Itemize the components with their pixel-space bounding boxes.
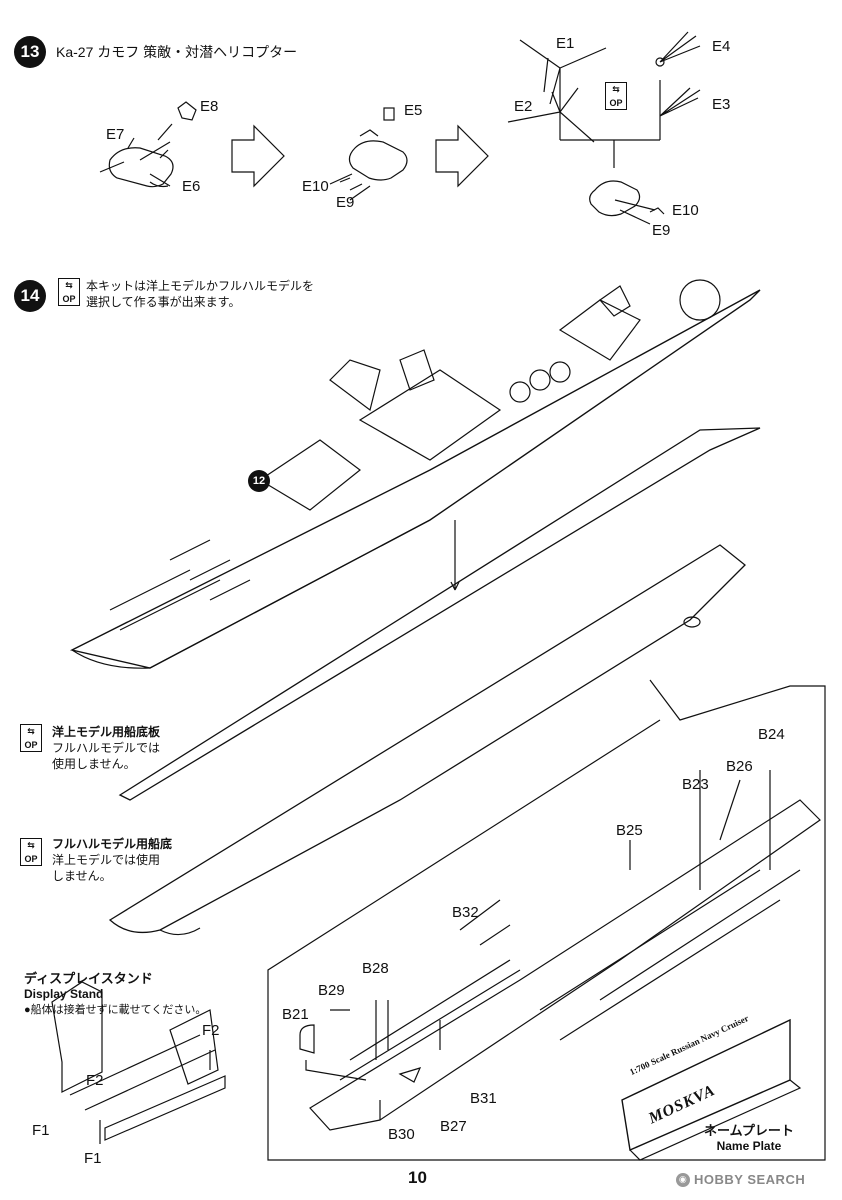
part-label-e2: E2	[514, 98, 533, 115]
display-stand-caption: ディスプレイスタンド Display Stand ●船体は接着せずに載せてくださ…	[24, 968, 206, 1017]
part-label-b24: B24	[758, 726, 785, 743]
waterline-note-line2: 使用しません。	[52, 757, 136, 771]
part-label-e10-a: E10	[302, 178, 329, 195]
option-arrows-icon: ⇆	[27, 840, 35, 850]
step-14-instruction: 本キットは洋上モデルかフルハルモデルを 選択して作る事が出来ます。	[86, 278, 314, 310]
waterline-title: 洋上モデル用船底板	[52, 725, 161, 739]
optional-part-icon: ⇆ OP	[58, 278, 80, 306]
step-13-title: Ka-27 カモフ 策敵・対潜ヘリコプター	[56, 44, 298, 60]
fullhull-lower	[108, 544, 746, 936]
step-14-badge: 14	[14, 280, 46, 312]
part-label-e9-a: E9	[336, 194, 355, 211]
op-label: OP	[62, 294, 76, 304]
helicopter-stage-3	[589, 180, 665, 217]
part-label-e8: E8	[200, 98, 219, 115]
part-label-e3: E3	[712, 96, 731, 113]
step-arrow-2	[435, 124, 489, 188]
nameplate-caption: ネームプレート Name Plate	[704, 1120, 794, 1153]
step-12-reference-badge: 12	[248, 470, 270, 492]
display-stand	[51, 981, 226, 1144]
waterline-bottom-plate	[118, 427, 761, 801]
op-label: OP	[24, 740, 38, 750]
part-label-b27: B27	[440, 1118, 467, 1135]
nameplate-stand	[621, 1018, 802, 1161]
part-label-b21: B21	[282, 1006, 309, 1023]
watermark: ◉ HOBBY SEARCH	[676, 1172, 805, 1187]
part-label-f1-a: F1	[32, 1122, 50, 1139]
nameplate-label-jp: ネームプレート	[704, 1123, 794, 1138]
part-label-e4: E4	[712, 38, 731, 55]
fullhull-title: フルハルモデル用船底	[52, 837, 173, 851]
step-13-badge: 13	[14, 36, 46, 68]
optional-part-icon: ⇆ OP	[20, 838, 42, 866]
option-arrows-icon: ⇆	[65, 280, 73, 290]
op-label: OP	[609, 98, 623, 108]
watermark-text: HOBBY SEARCH	[694, 1172, 806, 1187]
part-label-e7: E7	[106, 126, 125, 143]
step-arrow-1	[231, 124, 285, 188]
stand-note: ●船体は接着せずに載せてください。	[24, 1004, 207, 1016]
stand-title-jp: ディスプレイスタンド	[24, 971, 153, 986]
part-label-e10-b: E10	[672, 202, 699, 219]
ship-hull-main	[69, 279, 761, 669]
detail-frame	[267, 679, 826, 1161]
part-label-e1: E1	[556, 35, 575, 52]
nameplate-label-en: Name Plate	[716, 1139, 782, 1153]
option-arrows-icon: ⇆	[612, 84, 620, 94]
detail-hull-bottom	[299, 770, 821, 1131]
part-label-b26: B26	[726, 758, 753, 775]
fullhull-note-line2: しません。	[52, 869, 112, 883]
part-label-f2-a: F2	[202, 1022, 220, 1039]
step-13-number: 13	[20, 42, 40, 61]
step-14-text-line1: 本キットは洋上モデルかフルハルモデルを	[86, 279, 315, 293]
part-label-e9-b: E9	[652, 222, 671, 239]
step-14-number: 14	[20, 286, 40, 305]
fullhull-note: フルハルモデル用船底 洋上モデルでは使用 しません。	[52, 836, 172, 884]
step-14-text-line2: 選択して作る事が出来ます。	[86, 295, 241, 309]
part-label-f1-b: F1	[84, 1150, 102, 1167]
part-label-b23: B23	[682, 776, 709, 793]
part-label-e6: E6	[182, 178, 201, 195]
part-label-b28: B28	[362, 960, 389, 977]
op-label: OP	[24, 854, 38, 864]
waterline-note-line1: フルハルモデルでは	[52, 741, 161, 755]
part-label-b30: B30	[388, 1126, 415, 1143]
option-arrows-icon: ⇆	[27, 726, 35, 736]
part-label-b32: B32	[452, 904, 479, 921]
optional-part-icon: ⇆ OP	[605, 82, 627, 110]
part-label-f2-b: F2	[86, 1072, 104, 1089]
rotor-assembly	[507, 31, 701, 168]
part-label-b29: B29	[318, 982, 345, 999]
part-label-b25: B25	[616, 822, 643, 839]
helicopter-stage-1	[108, 101, 197, 188]
optional-part-icon: ⇆ OP	[20, 724, 42, 752]
waterline-note: 洋上モデル用船底板 フルハルモデルでは 使用しません。	[52, 724, 160, 772]
helicopter-stage-2	[339, 107, 408, 191]
page-number: 10	[408, 1168, 427, 1187]
stand-title-en: Display Stand	[24, 987, 104, 1001]
hobby-search-logo-icon: ◉	[676, 1172, 690, 1187]
part-label-e5: E5	[404, 102, 423, 119]
step-12-ref-number: 12	[252, 475, 266, 487]
part-label-b31: B31	[470, 1090, 497, 1107]
fullhull-note-line1: 洋上モデルでは使用	[52, 853, 161, 867]
